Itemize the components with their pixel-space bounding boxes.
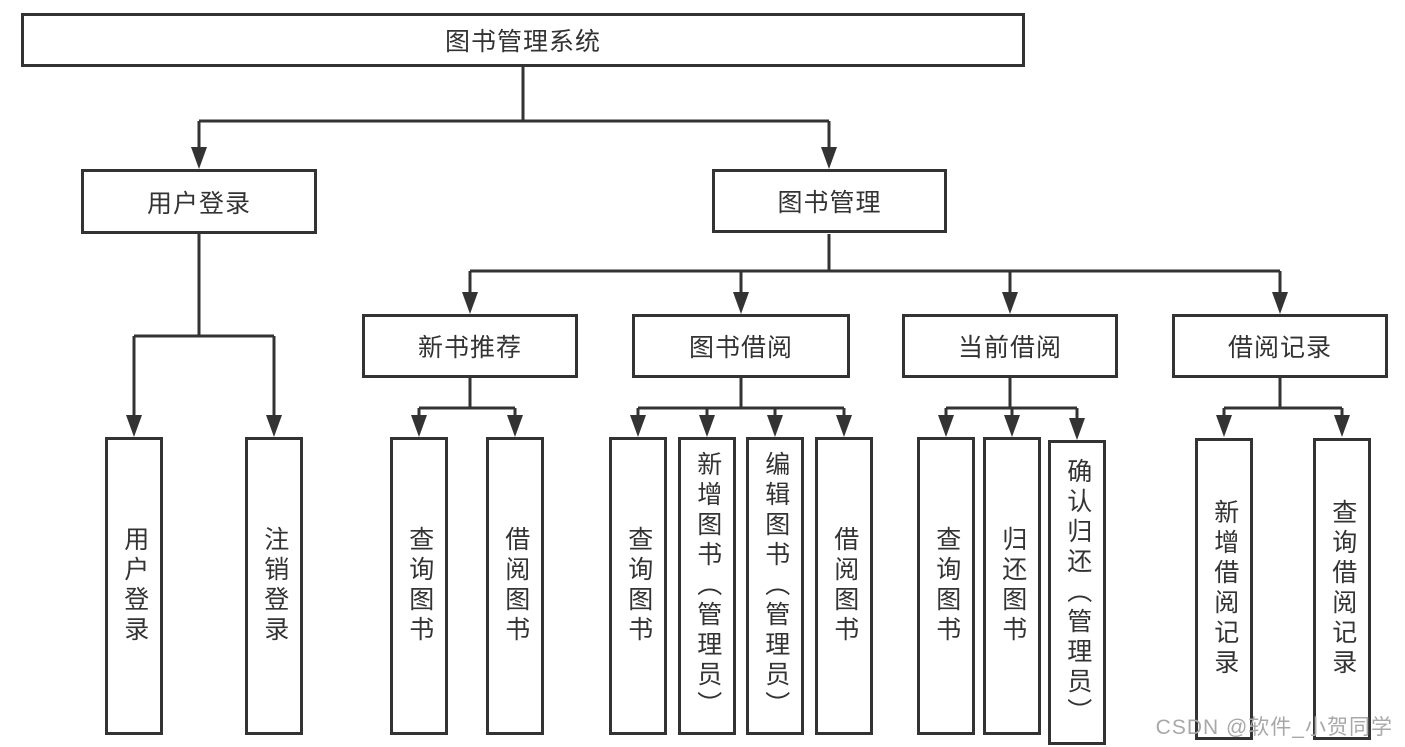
leaf-current-confirm-return-admin-box: 确认归还（管理员） xyxy=(1048,440,1106,745)
leaf-records-add-record-box: 新增借阅记录 xyxy=(1195,438,1253,740)
connector-book-borrow-to-leaves xyxy=(630,378,852,437)
node-label: 查询图书 xyxy=(624,526,653,646)
node-borrowing-records-box: 借阅记录 xyxy=(1172,314,1388,378)
node-label: 借阅图书 xyxy=(501,526,530,646)
node-label: 确认归还（管理员） xyxy=(1063,457,1092,728)
leaf-borrow-edit-books-admin-box: 编辑图书（管理员） xyxy=(746,437,804,735)
leaf-borrow-borrow-books-box: 借阅图书 xyxy=(815,437,873,735)
node-label: 借阅记录 xyxy=(1227,334,1332,362)
node-label: 用户登录 xyxy=(146,189,251,218)
leaf-current-query-books-box: 查询图书 xyxy=(917,437,975,735)
node-label: 归还图书 xyxy=(998,526,1027,646)
node-label: 图书管理 xyxy=(777,189,882,217)
leaf-newbook-borrow-books-box: 借阅图书 xyxy=(486,437,544,735)
node-label: 借阅图书 xyxy=(830,526,859,646)
node-label: 图书借阅 xyxy=(688,334,793,362)
node-label: 新增借阅记录 xyxy=(1210,499,1239,679)
node-label: 编辑图书（管理员） xyxy=(761,451,790,721)
node-label: 新书推荐 xyxy=(417,334,522,362)
leaf-newbook-query-books-box: 查询图书 xyxy=(390,437,448,735)
leaf-logout-box: 注销登录 xyxy=(245,437,303,735)
connector-root-to-level2 xyxy=(191,67,837,169)
node-label: 查询图书 xyxy=(405,526,434,646)
connector-book-management-to-level3 xyxy=(462,234,1288,314)
node-label: 当前借阅 xyxy=(957,334,1062,362)
node-user-login-box: 用户登录 xyxy=(81,169,317,234)
leaf-user-login-box: 用户登录 xyxy=(105,437,163,735)
leaf-current-return-books-box: 归还图书 xyxy=(983,437,1041,735)
connector-current-borrow-to-leaves xyxy=(938,378,1085,440)
node-label: 用户登录 xyxy=(120,526,149,646)
connector-borrow-records-to-leaves xyxy=(1216,378,1350,437)
node-book-management-box: 图书管理 xyxy=(712,169,947,233)
node-label: 新增图书（管理员） xyxy=(693,451,722,721)
node-new-book-recommendation-box: 新书推荐 xyxy=(362,314,578,378)
node-label: 查询图书 xyxy=(932,526,961,646)
node-label: 注销登录 xyxy=(260,526,289,646)
connector-user-login-to-leaves xyxy=(126,234,282,437)
csdn-watermark: CSDN @软件_小贺同学 xyxy=(1155,716,1393,739)
node-label: 图书管理系统 xyxy=(444,28,601,56)
leaf-borrow-query-books-box: 查询图书 xyxy=(609,437,667,735)
node-current-borrowing-box: 当前借阅 xyxy=(902,314,1118,378)
leaf-records-query-record-box: 查询借阅记录 xyxy=(1313,438,1371,740)
node-book-borrowing-box: 图书借阅 xyxy=(632,314,850,378)
leaf-borrow-add-books-admin-box: 新增图书（管理员） xyxy=(678,437,736,735)
node-label: 查询借阅记录 xyxy=(1328,499,1357,679)
connector-new-book-to-leaves xyxy=(411,378,523,437)
node-system-root-box: 图书管理系统 xyxy=(21,13,1025,67)
